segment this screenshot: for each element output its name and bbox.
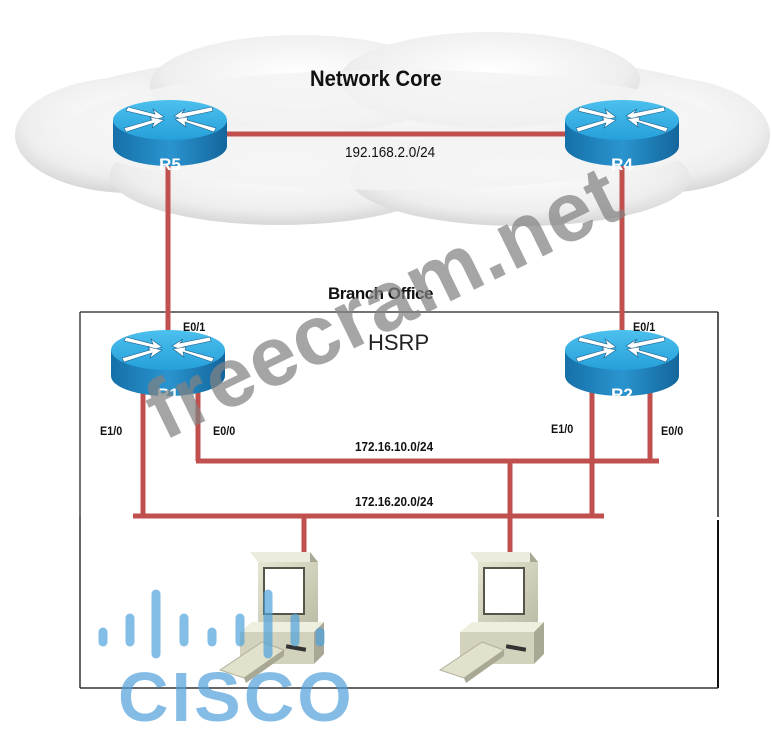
router-r2-label: R2 xyxy=(611,385,633,404)
r1-e01-label: E0/1 xyxy=(183,320,206,334)
router-r5-label: R5 xyxy=(159,155,181,174)
branch-office-label: Branch Office xyxy=(328,284,433,303)
network-core-title: Network Core xyxy=(310,66,442,91)
cisco-logo-text: CISCO xyxy=(118,658,355,736)
cisco-logo-icon xyxy=(98,589,325,659)
r1-e00-label: E0/0 xyxy=(213,424,236,438)
subnet-lan20-label: 172.16.20.0/24 xyxy=(355,494,434,509)
r2-e01-label: E0/1 xyxy=(633,320,656,334)
subnet-core-label: 192.168.2.0/24 xyxy=(345,144,436,161)
subnet-lan10-label: 172.16.10.0/24 xyxy=(355,439,434,454)
r2-e10-label: E1/0 xyxy=(551,422,574,436)
r2-e00-label: E0/0 xyxy=(661,424,684,438)
router-r1-label: R1 xyxy=(157,385,179,404)
router-r4-label: R4 xyxy=(611,155,633,174)
r1-e10-label: E1/0 xyxy=(100,424,123,438)
pc-2-icon[interactable] xyxy=(439,551,545,684)
branch-office-box xyxy=(79,311,719,689)
hsrp-label: HSRP xyxy=(368,330,430,355)
